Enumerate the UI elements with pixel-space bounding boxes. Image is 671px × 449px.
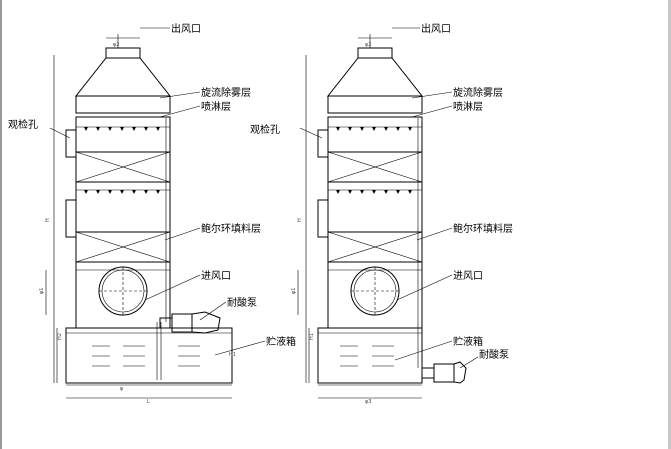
right-label-spray: 喷淋层 [453, 100, 483, 113]
spray-nozzle-mark [144, 190, 148, 194]
right-outlet-duct [357, 47, 393, 59]
left-acid-pump [191, 311, 221, 334]
spray-nozzle-mark [396, 127, 400, 131]
left-label-outlet: 出风口 [171, 22, 201, 35]
right-labels: 出风口 旋流除雾层 喷淋层 观检孔 鲍尔环填料层 进风口 贮液箱 耐酸泵 φ2 … [250, 22, 513, 405]
left-tower [45, 34, 233, 399]
left-demister-layer [75, 95, 171, 114]
spray-nozzle-mark [120, 190, 124, 194]
right-dim-inlet: φ1 [291, 288, 297, 294]
window-left-border [0, 0, 2, 449]
right-inspection-port-2 [317, 199, 329, 238]
spray-nozzle-mark [360, 127, 364, 131]
spray-nozzle-mark [156, 127, 160, 131]
spray-nozzle-mark [348, 127, 352, 131]
spray-nozzle-mark [84, 190, 88, 194]
left-label-demister: 旋流除雾层 [201, 86, 251, 99]
spray-nozzle-mark [348, 190, 352, 194]
spray-nozzle-mark [132, 190, 136, 194]
spray-nozzle-mark [144, 127, 148, 131]
left-label-spray: 喷淋层 [201, 100, 231, 113]
right-label-pump: 耐酸泵 [479, 348, 509, 361]
left-inspection-port-1 [65, 129, 77, 158]
spray-nozzle-mark [408, 190, 412, 194]
left-label-packing: 鲍尔环填料层 [201, 222, 261, 235]
right-label-inlet: 进风口 [453, 270, 483, 282]
right-acid-pump [453, 361, 467, 384]
left-dim-tank-dia: φ [120, 386, 124, 392]
left-cone-top [74, 57, 172, 97]
right-dim-outlet: φ2 [365, 42, 371, 48]
left-dim-tank-len: L [147, 399, 150, 405]
spray-nozzle-mark [360, 190, 364, 194]
spray-nozzle-marks [84, 127, 412, 194]
window-right-border [668, 0, 671, 449]
spray-nozzle-mark [108, 127, 112, 131]
spray-nozzle-mark [336, 127, 340, 131]
right-label-demister: 旋流除雾层 [453, 86, 503, 99]
right-tower [297, 34, 467, 399]
right-tank-liquid-lines [340, 345, 394, 367]
spray-nozzle-mark [396, 190, 400, 194]
spray-nozzle-mark [84, 127, 88, 131]
right-tower-body [327, 116, 423, 329]
left-tank-liquid-lines [92, 345, 200, 367]
left-inspection-port-2 [65, 199, 77, 238]
spray-nozzle-mark [384, 127, 388, 131]
spray-nozzle-mark [372, 127, 376, 131]
spray-nozzle-mark [96, 190, 100, 194]
left-dim-outlet: φ2 [113, 42, 119, 48]
left-label-pump: 耐酸泵 [227, 296, 257, 309]
spray-nozzle-mark [408, 127, 412, 131]
right-liquid-tank [317, 327, 423, 384]
right-cone-top [326, 57, 424, 97]
left-labels: 出风口 旋流除雾层 喷淋层 观检孔 鲍尔环填料层 进风口 耐酸泵 贮液箱 φ2 … [8, 22, 296, 405]
left-dim-height: H [45, 218, 51, 222]
right-inspection-port-1 [317, 129, 329, 158]
right-label-packing: 鲍尔环填料层 [453, 222, 513, 235]
left-liquid-tank [65, 327, 233, 384]
spray-nozzle-mark [108, 190, 112, 194]
left-tower-body [75, 116, 171, 329]
right-label-outlet: 出风口 [421, 22, 451, 35]
right-dim-h1: H1 [309, 333, 315, 340]
spray-nozzle-mark [120, 127, 124, 131]
left-label-inspection: 观检孔 [8, 118, 38, 131]
right-dim-height: H [297, 218, 303, 222]
right-label-tank: 贮液箱 [453, 335, 483, 348]
left-dim-inlet: φ1 [39, 288, 45, 294]
left-label-inlet: 进风口 [201, 270, 231, 282]
spray-nozzle-mark [336, 190, 340, 194]
spray-nozzle-mark [372, 190, 376, 194]
spray-nozzle-mark [384, 190, 388, 194]
left-dim-h2: H2 [57, 333, 63, 340]
left-dim-h1: H1 [229, 352, 236, 358]
right-demister-layer [327, 95, 423, 114]
spray-nozzle-mark [132, 127, 136, 131]
right-label-inspection: 观检孔 [250, 123, 280, 136]
left-outlet-duct [105, 47, 141, 59]
right-dim-tank-dia: φ3 [365, 399, 371, 405]
spray-nozzle-mark [156, 190, 160, 194]
left-label-tank: 贮液箱 [266, 335, 296, 348]
spray-nozzle-mark [96, 127, 100, 131]
